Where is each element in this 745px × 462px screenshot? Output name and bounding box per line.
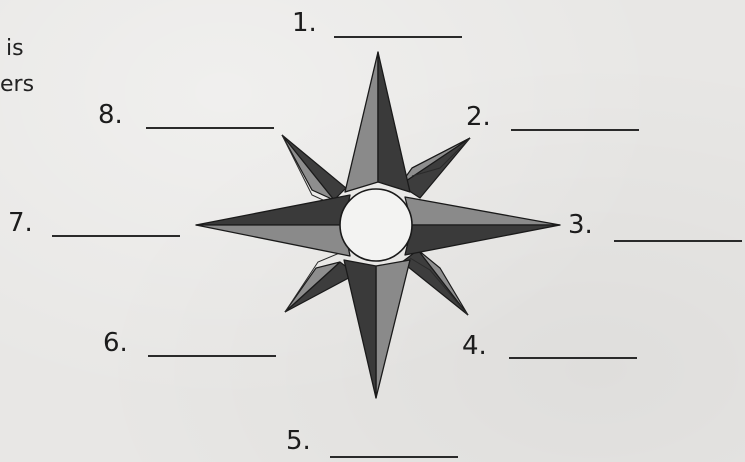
east-point-dark xyxy=(405,225,560,255)
west-point-light xyxy=(196,225,350,256)
answer-blank-6[interactable] xyxy=(148,355,276,357)
label-6: 6. xyxy=(103,330,128,356)
label-7: 7. xyxy=(8,210,33,236)
label-4: 4. xyxy=(462,333,487,359)
north-point-light xyxy=(345,52,378,192)
answer-blank-2[interactable] xyxy=(511,129,639,131)
label-2: 2. xyxy=(466,104,491,130)
answer-blank-3[interactable] xyxy=(614,240,742,242)
answer-blank-4[interactable] xyxy=(509,357,637,359)
label-1: 1. xyxy=(292,10,317,36)
label-8: 8. xyxy=(98,102,123,128)
north-point-dark xyxy=(378,52,410,192)
south-point-dark xyxy=(344,260,376,398)
answer-blank-7[interactable] xyxy=(52,235,180,237)
label-3: 3. xyxy=(568,212,593,238)
east-point-light xyxy=(405,197,560,225)
answer-blank-8[interactable] xyxy=(146,127,274,129)
compass-center-circle xyxy=(340,189,412,261)
answer-blank-5[interactable] xyxy=(330,456,458,458)
south-point-light xyxy=(376,260,410,398)
answer-blank-1[interactable] xyxy=(334,36,462,38)
west-point-dark xyxy=(196,195,350,225)
label-5: 5. xyxy=(286,428,311,454)
